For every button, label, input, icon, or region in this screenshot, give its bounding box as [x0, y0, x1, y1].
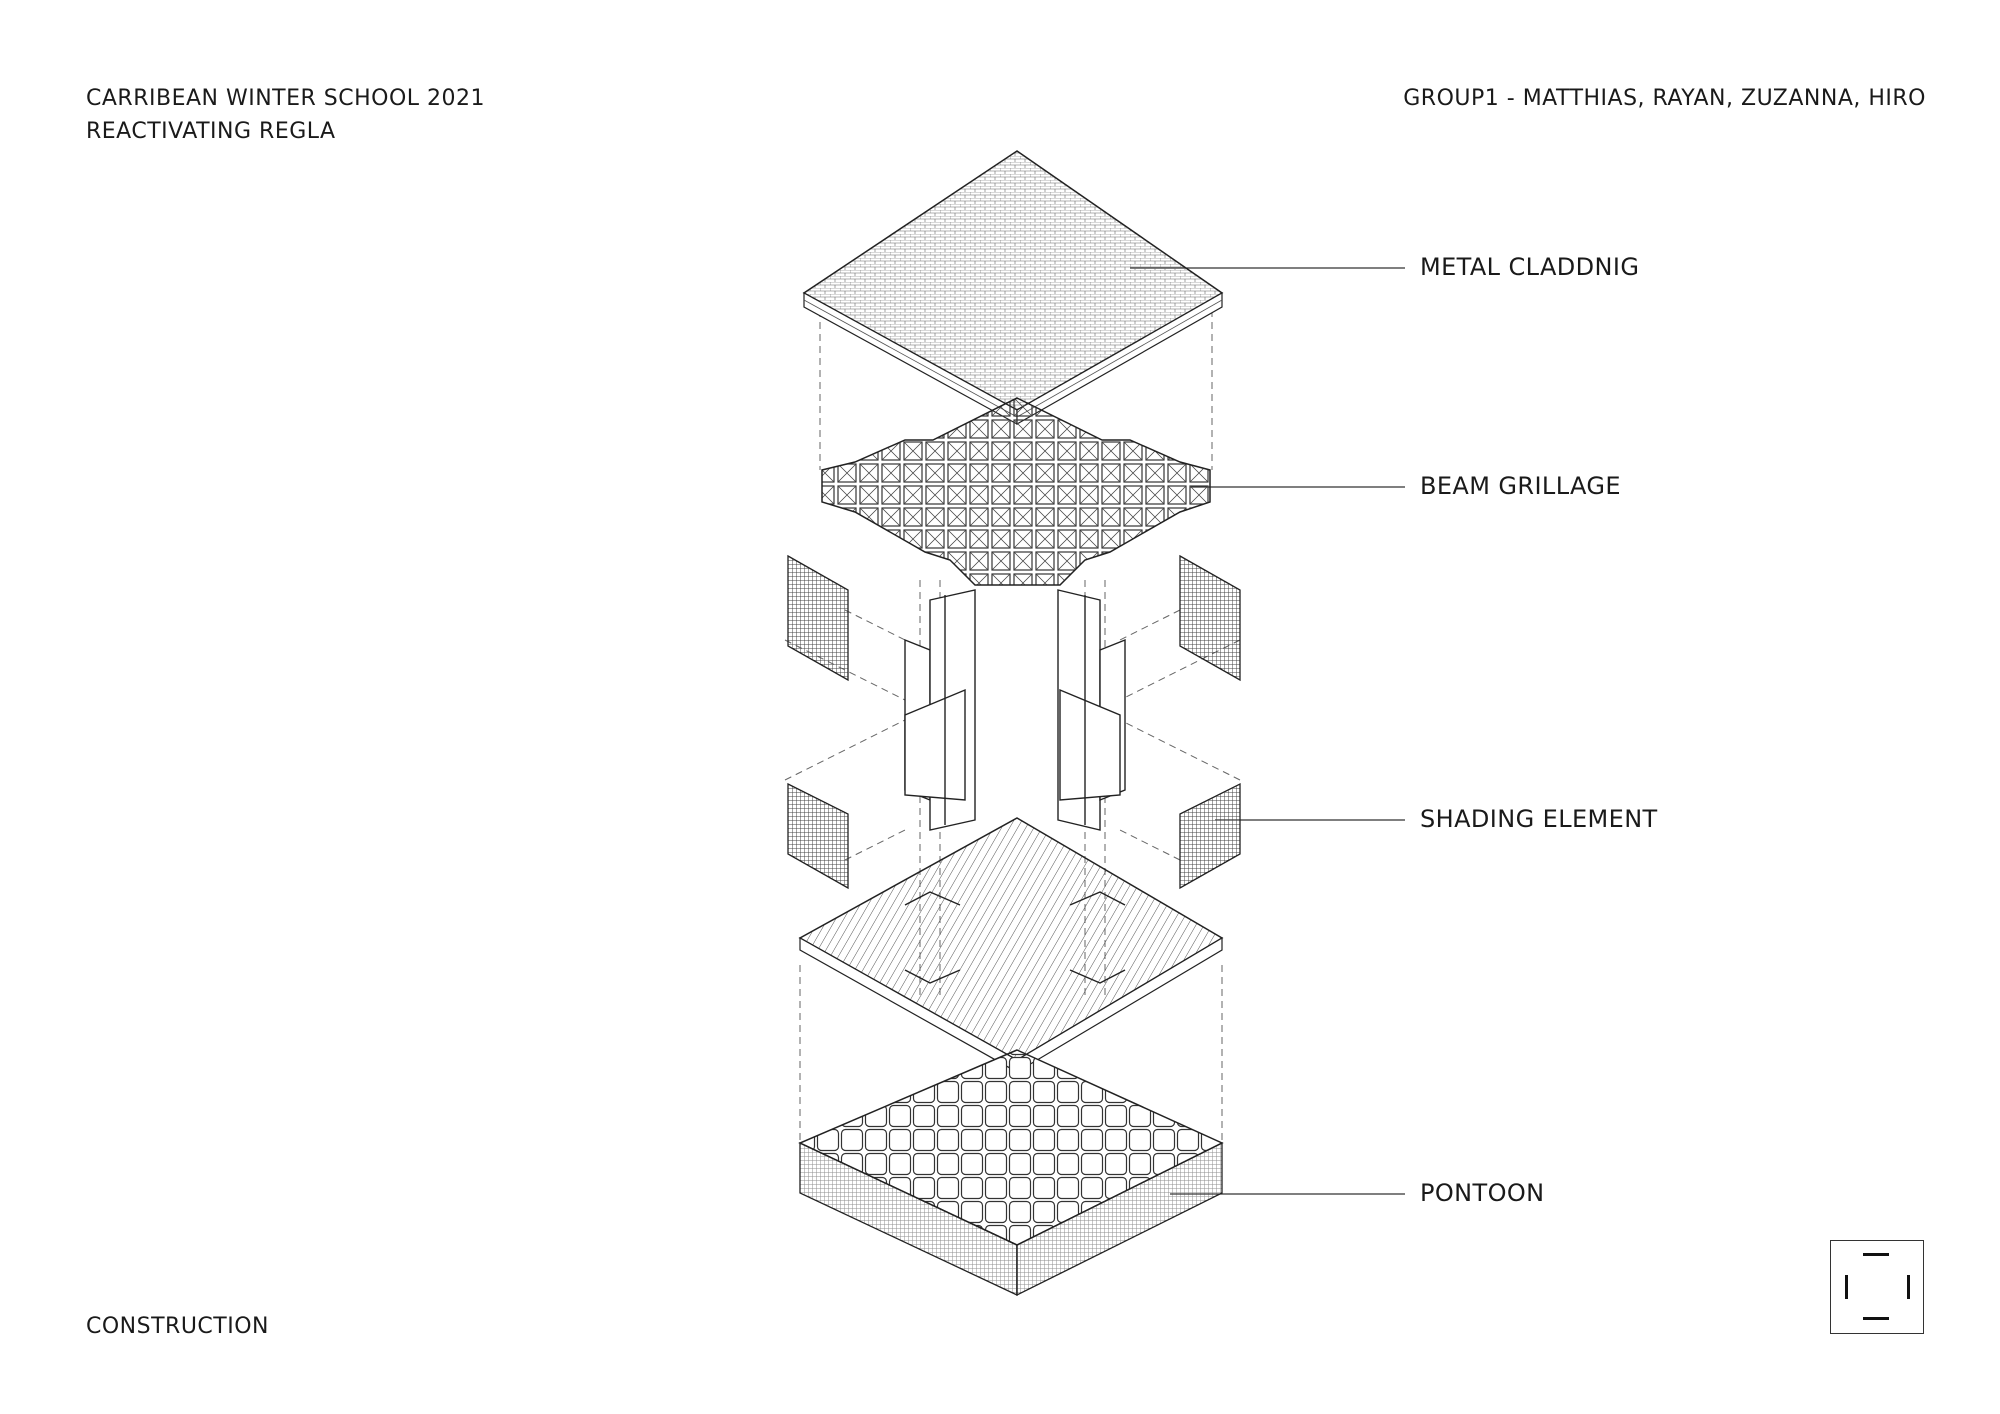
shading-panel-upper-left: [787, 554, 849, 682]
column-frames: [904, 589, 1126, 831]
leader-lines: [1130, 267, 1405, 1195]
sheet-label: CONSTRUCTION: [86, 1314, 269, 1339]
beam-grillage-layer: [821, 397, 1211, 586]
platform-deck-layer: [798, 817, 1224, 1074]
team-credits: GROUP1 - MATTHIAS, RAYAN, ZUZANNA, HIRO: [1403, 86, 1926, 111]
shading-panel-lower-right: [1179, 782, 1241, 890]
shading-panels: [787, 554, 1241, 890]
project-title: CARRIBEAN WINTER SCHOOL 2021: [86, 86, 486, 111]
shading-panel-upper-right: [1179, 554, 1241, 682]
title-block: CARRIBEAN WINTER SCHOOL 2021 REACTIVATIN…: [86, 82, 485, 148]
callout-metal-cladding: METAL CLADDNIG: [1420, 253, 1640, 281]
callout-pontoon: PONTOON: [1420, 1179, 1545, 1207]
metal-cladding-layer: [802, 150, 1224, 426]
shading-panel-lower-left: [787, 782, 849, 890]
bracket-square-logo-icon: [1830, 1240, 1924, 1334]
callout-shading-element: SHADING ELEMENT: [1420, 805, 1658, 833]
callout-beam-grillage: BEAM GRILLAGE: [1420, 472, 1621, 500]
pontoon-layer: [798, 1049, 1224, 1297]
project-subtitle: REACTIVATING REGLA: [86, 119, 336, 144]
